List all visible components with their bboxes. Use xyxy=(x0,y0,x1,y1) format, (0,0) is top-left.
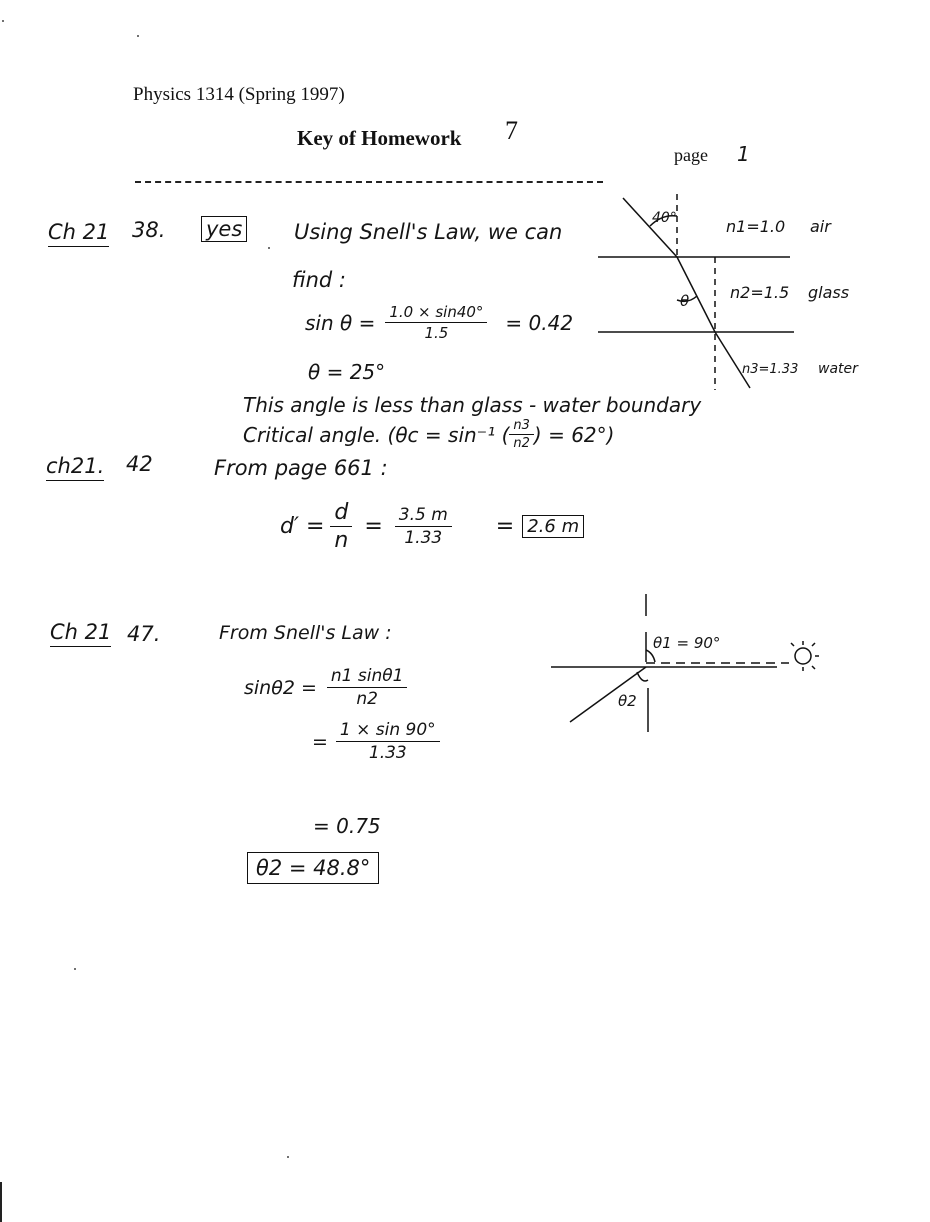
medium1-index: n1=1.0 xyxy=(726,217,785,236)
problem-38-text-line1: Using Snell's Law, we can xyxy=(294,220,563,244)
problem-47-chapter: Ch 21 xyxy=(50,620,112,647)
medium3-name: water xyxy=(818,361,859,377)
problem-38-chapter: Ch 21 xyxy=(48,220,110,247)
scan-edge-mark xyxy=(0,1182,2,1222)
equation-lhs: sin θ = xyxy=(305,310,376,335)
problem-47-equation-line2: = 1 × sin 90° 1.33 xyxy=(312,720,440,763)
problem-42-equation: d′ = d n = 3.5 m 1.33 = 2.6 m xyxy=(280,500,585,553)
problem-42-chapter: ch21. xyxy=(46,454,105,481)
angle-40-label: 40° xyxy=(652,210,677,226)
theta2-label: θ2 xyxy=(618,692,637,710)
fraction-numerator: n1 sinθ1 xyxy=(326,666,408,688)
fraction-numerator: d xyxy=(330,500,353,527)
problem-47-equation-line1: sinθ2 = n1 sinθ1 n2 xyxy=(244,666,408,709)
note-text-b: ) = 62°) xyxy=(533,422,615,447)
fraction-denominator: n xyxy=(334,528,349,553)
header-divider xyxy=(135,181,603,183)
equation-result: = 0.42 xyxy=(505,310,574,335)
angle-arc-40 xyxy=(649,214,678,227)
medium2-index: n2=1.5 xyxy=(730,283,789,302)
problem-38-angle-result: θ = 25° xyxy=(308,360,386,384)
fraction-values: 3.5 m 1.33 xyxy=(394,505,452,548)
problem-38-text-line2: find : xyxy=(292,268,346,292)
fraction-denominator: 1.5 xyxy=(424,324,449,342)
scan-speck xyxy=(137,35,139,37)
angle-theta-label: θ xyxy=(680,292,689,310)
scan-speck xyxy=(74,968,76,970)
fraction-denominator: 1.33 xyxy=(404,528,443,548)
fraction-snell: n1 sinθ1 n2 xyxy=(326,666,408,709)
problem-38-note-line1: This angle is less than glass - water bo… xyxy=(243,393,702,417)
fraction-denominator: n2 xyxy=(356,689,378,709)
problem-38-answer-box: yes xyxy=(201,216,248,242)
note-fraction-denominator: n2 xyxy=(513,436,530,451)
problem-42-intro: From page 661 : xyxy=(214,456,388,480)
refracted-ray xyxy=(569,666,647,723)
problem-38-equation: sin θ = 1.0 × sin40° 1.5 = 0.42 xyxy=(305,303,573,342)
problem-42-number: 42 xyxy=(126,452,153,476)
equals-sign: = xyxy=(364,514,383,539)
page-number: 1 xyxy=(737,142,750,166)
problem-47-equation-line3: = 0.75 xyxy=(313,814,381,838)
problem-42-answer-box: 2.6 m xyxy=(522,515,585,538)
homework-number: 7 xyxy=(505,116,518,145)
document-title: Key of Homework xyxy=(297,126,462,150)
course-title: Physics 1314 (Spring 1997) xyxy=(133,84,345,105)
equation-fraction: 1.0 × sin40° 1.5 xyxy=(385,303,488,342)
fraction-numerator: 1 × sin 90° xyxy=(335,720,440,742)
sun-ray xyxy=(811,642,816,647)
scan-speck xyxy=(2,20,4,22)
sun-icon xyxy=(794,647,812,665)
angle-arc-theta2 xyxy=(636,671,649,682)
problem-47-answer-box: θ2 = 48.8° xyxy=(247,852,380,884)
scan-speck xyxy=(268,247,270,249)
problem-38-note-line2: Critical angle. (θc = sin⁻¹ ( n3 n2 ) = … xyxy=(243,418,614,451)
equals-sign: = xyxy=(495,514,515,539)
fraction-numerator: 3.5 m xyxy=(394,505,452,527)
note-fraction: n3 n2 xyxy=(509,418,534,451)
refraction-diagram: 40° θ n1=1.0 air n2=1.5 glass n3=1.33 wa… xyxy=(598,194,859,390)
angle-arc-theta xyxy=(676,295,698,303)
medium1-name: air xyxy=(810,217,832,236)
scan-speck xyxy=(287,1156,289,1158)
fraction-numerator: 1.0 × sin40° xyxy=(385,303,488,323)
problem-38-number: 38. xyxy=(132,218,166,242)
medium2-name: glass xyxy=(808,283,849,302)
problem-47-intro: From Snell's Law : xyxy=(219,622,392,644)
medium3-index: n3=1.33 xyxy=(742,362,798,377)
note-fraction-numerator: n3 xyxy=(509,418,534,435)
theta1-label: θ1 = 90° xyxy=(653,634,720,652)
angle-arc-theta1 xyxy=(645,649,656,663)
refracted-ray-glass xyxy=(676,256,716,333)
problem-47-number: 47. xyxy=(127,622,161,646)
equation-lhs: sinθ2 = xyxy=(244,676,317,699)
sun-refraction-diagram: θ1 = 90° θ2 xyxy=(551,594,819,732)
incident-ray xyxy=(622,197,678,258)
equation-lhs: d′ = xyxy=(280,514,325,539)
fraction-d-over-n: d n xyxy=(330,500,353,553)
sun-ray xyxy=(811,665,816,670)
equals-sign: = xyxy=(312,730,328,753)
note-text-a: Critical angle. (θc = sin⁻¹ ( xyxy=(243,422,510,447)
fraction-denominator: 1.33 xyxy=(368,743,407,763)
sun-ray xyxy=(790,642,795,647)
fraction-values: 1 × sin 90° 1.33 xyxy=(335,720,440,763)
refracted-ray-water xyxy=(714,331,751,389)
page-label: page xyxy=(674,145,708,165)
